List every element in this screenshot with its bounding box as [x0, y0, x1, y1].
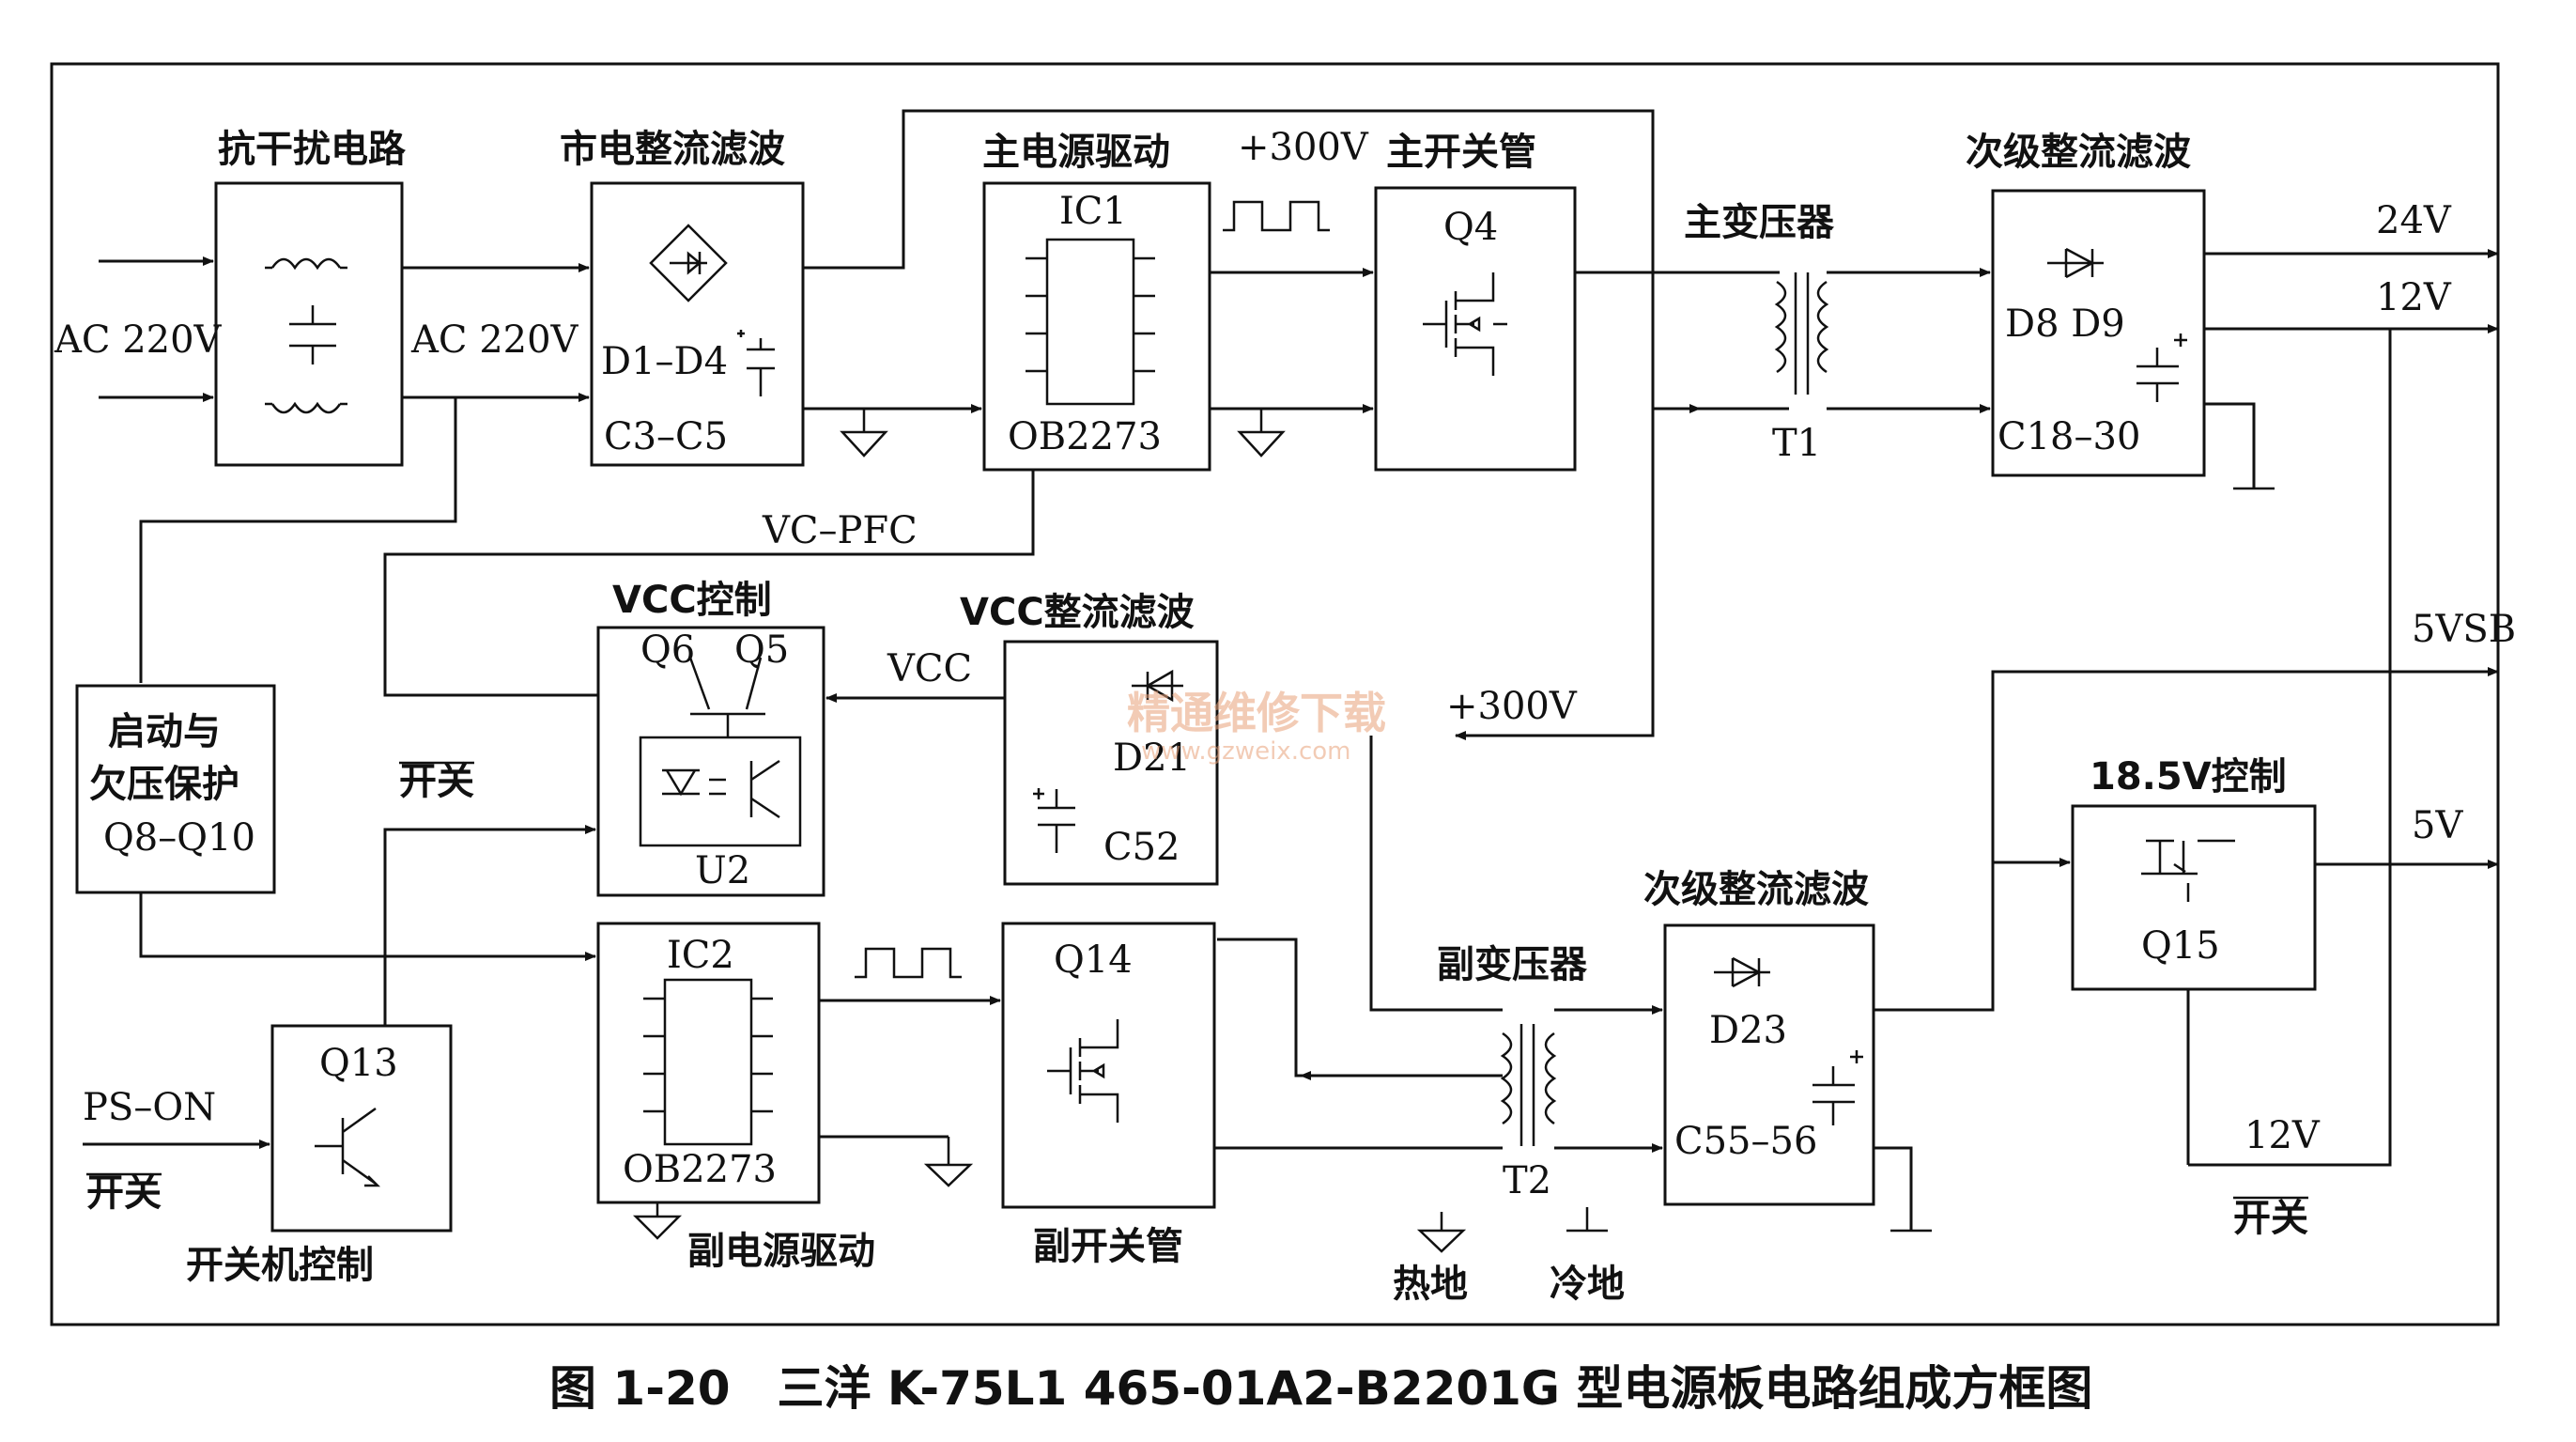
main-transformer-title: 主变压器	[1684, 201, 1835, 244]
secondary-rectifier-main-block	[1991, 189, 2206, 477]
secondary-sb-title: 次级整流滤波	[1643, 868, 1869, 911]
main-transformer	[1774, 272, 1829, 395]
main-switch-title: 主开关管	[1386, 131, 1536, 174]
standby-switch-title: 副开关管	[1033, 1225, 1183, 1268]
secondary-rectifier-sb-block	[1663, 923, 1875, 1206]
secondary-sb-diode: D23	[1709, 1009, 1787, 1052]
out-24v-label: 24V	[2376, 199, 2452, 242]
main-switch-part: Q4	[1443, 206, 1498, 249]
rectifier-caps: C3–C5	[604, 415, 728, 458]
main-driver-ic: IC1	[1059, 190, 1127, 233]
standby-switch-part: Q14	[1054, 938, 1133, 982]
main-transformer-part: T1	[1772, 422, 1821, 465]
main-driver-block	[982, 181, 1211, 472]
vcc-rect-cap: C52	[1103, 826, 1180, 869]
power-on-title: 开关机控制	[186, 1244, 374, 1287]
standby-transformer	[1500, 1024, 1557, 1146]
vcc-rect-diode: D21	[1113, 737, 1191, 780]
ctrl-185-part: Q15	[2141, 924, 2220, 968]
hot-ground-label: 热地	[1393, 1263, 1468, 1306]
ac-in-label: AC 220V	[54, 318, 223, 362]
wires	[83, 109, 2499, 1253]
vcc-label: VCC	[887, 647, 972, 690]
startup-line3: Q8–Q10	[103, 816, 255, 860]
standby-switch-block	[1001, 922, 1216, 1209]
emi-filter-block	[214, 181, 404, 467]
startup-line2: 欠压保护	[89, 763, 239, 806]
vcc-control-opto: U2	[695, 849, 750, 892]
secondary-main-title: 次级整流滤波	[1966, 131, 2191, 174]
vc-pfc-label: VC–PFC	[762, 509, 918, 552]
standby-driver-block	[596, 922, 821, 1204]
cold-ground-label: 冷地	[1550, 1263, 1625, 1306]
main-switch-block	[1374, 186, 1577, 472]
main-driver-model: OB2273	[1008, 415, 1162, 458]
diagram-frame	[50, 62, 2500, 1326]
vcc-rectifier-block	[1003, 640, 1219, 886]
secondary-sb-caps: C55–56	[1674, 1120, 1817, 1163]
v300-mid-label: +300V	[1446, 685, 1578, 728]
rectifier-block	[590, 181, 805, 467]
vcc-control-q6: Q6	[640, 628, 695, 672]
startup-line1: 启动与	[108, 710, 221, 753]
startup-protection-block	[75, 684, 276, 894]
figure-caption: 图 1-20 三洋 K-75L1 465-01A2-B2201G 型电源板电路组…	[549, 1361, 2092, 1416]
vcc-control-block	[596, 626, 825, 897]
standby-transformer-title: 副变压器	[1437, 943, 1588, 986]
watermark-url: www.gzweix.com	[1141, 737, 1351, 766]
power-on-control-block	[270, 1024, 453, 1233]
vcc-control-q5: Q5	[734, 628, 789, 672]
switch-mid-label: 开关	[399, 760, 474, 803]
rectifier-title: 市电整流滤波	[560, 128, 785, 171]
ctrl-185v-block	[2071, 804, 2317, 991]
v300-top-label: +300V	[1238, 126, 1369, 169]
standby-driver-title: 副电源驱动	[687, 1230, 875, 1273]
out-5vsb-label: 5VSB	[2412, 608, 2516, 651]
ctrl-185-title: 18.5V控制	[2090, 755, 2287, 799]
switch-right-label: 开关	[2233, 1197, 2308, 1240]
rectifier-parts: D1–D4	[601, 340, 728, 383]
ps-on-label: PS–ON	[83, 1086, 216, 1129]
standby-transformer-part: T2	[1503, 1159, 1551, 1202]
vcc-rect-title: VCC整流滤波	[960, 591, 1195, 634]
secondary-main-diodes: D8 D9	[2005, 302, 2125, 346]
secondary-main-caps: C18–30	[1998, 415, 2140, 458]
vcc-control-title: VCC控制	[612, 579, 772, 622]
ac-out-label: AC 220V	[410, 318, 579, 362]
out-5v-label: 5V	[2412, 804, 2463, 847]
standby-driver-model: OB2273	[623, 1148, 777, 1191]
standby-driver-ic: IC2	[667, 934, 734, 977]
power-on-part: Q13	[319, 1042, 398, 1085]
emi-title: 抗干扰电路	[218, 128, 407, 171]
out-12v-label: 12V	[2376, 276, 2452, 319]
main-driver-title: 主电源驱动	[982, 131, 1170, 174]
watermark-cn: 精通维修下载	[1127, 688, 1386, 738]
in-12v-label: 12V	[2244, 1114, 2321, 1157]
switch-left-label: 开关	[86, 1171, 162, 1215]
